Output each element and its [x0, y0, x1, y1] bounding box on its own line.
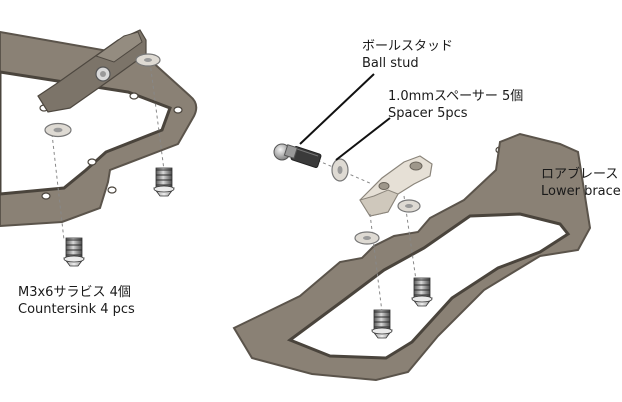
countersink-screw: [371, 309, 393, 339]
ball-stud-label-jp: ボールスタッド: [362, 39, 454, 54]
left-chassis-plate: [0, 30, 198, 228]
mounting-hole: [107, 186, 117, 194]
leader-lines: [299, 73, 391, 161]
mounting-hole: [41, 192, 51, 200]
screws-label-en: Countersink 4 pcs: [18, 302, 135, 317]
ball-stud-label-en: Ball stud: [362, 56, 419, 71]
mounting-hole: [173, 106, 183, 114]
spacer-washer: [331, 158, 349, 182]
spacer-bracket: [359, 155, 433, 217]
spacer-washer: [397, 199, 421, 213]
left-top-bracket: [37, 29, 147, 113]
ball-stud-label: ボールスタッド Ball stud: [362, 38, 453, 72]
spacer-label: 1.0mmスペーサー 5個 Spacer 5pcs: [388, 88, 523, 122]
spacer-washer: [135, 53, 161, 67]
countersink-screw: [63, 237, 85, 267]
screws-label: M3x6サラビス 4個 Countersink 4 pcs: [18, 284, 135, 318]
spacer-washer: [44, 122, 72, 138]
lower-brace-label-jp: ロアブレース: [541, 167, 619, 182]
mounting-hole: [87, 158, 97, 166]
mounting-hole: [129, 92, 139, 100]
spacer-washer: [354, 231, 380, 245]
spacer-label-en: Spacer 5pcs: [388, 106, 468, 121]
spacer-label-jp: 1.0mmスペーサー 5個: [388, 89, 524, 104]
countersink-screw: [411, 277, 433, 307]
countersink-screw: [153, 167, 175, 197]
lower-brace-label-en: Lower brace: [541, 184, 621, 199]
lower-brace-label: ロアブレース Lower brace: [541, 166, 621, 200]
ball-stud: [273, 143, 322, 168]
screws-label-jp: M3x6サラビス 4個: [18, 285, 131, 300]
